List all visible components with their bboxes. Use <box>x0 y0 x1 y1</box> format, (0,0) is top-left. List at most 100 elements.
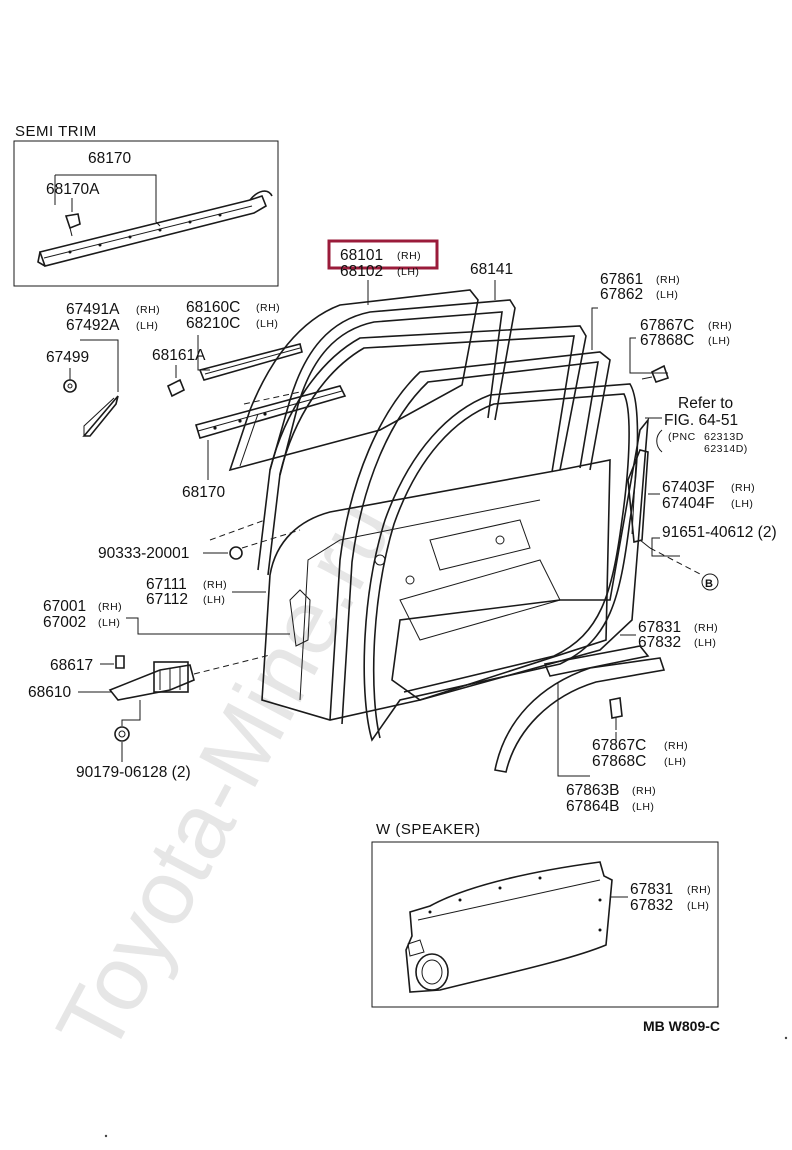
label-68161a[interactable]: 68161A <box>152 347 206 364</box>
label-67492a[interactable]: 67492A <box>66 317 120 334</box>
label-90179[interactable]: 90179-06128 (2) <box>76 764 191 781</box>
semi-trim-strip[interactable] <box>37 190 273 267</box>
diagram-code: MB W809-C <box>643 1018 720 1034</box>
label-68210c[interactable]: 68210C <box>186 315 240 332</box>
label-67863b-rh: (RH) <box>632 785 656 797</box>
circle-b-marker[interactable]: B <box>701 573 719 591</box>
label-67112-lh: (LH) <box>203 594 225 606</box>
speck <box>104 1134 108 1138</box>
label-67861[interactable]: 67861 <box>600 271 643 288</box>
label-67867c-top-rh: (RH) <box>708 320 732 332</box>
door-shell-67001[interactable] <box>261 459 611 721</box>
refer-pnc-label: (PNC <box>668 431 696 443</box>
semi-trim-inset: SEMI TRIM 68170 68170A <box>13 123 279 287</box>
speck-2 <box>784 1036 788 1040</box>
speaker-grille-icon <box>407 939 449 991</box>
semi-trim-title: SEMI TRIM <box>15 123 97 140</box>
label-67832-speaker[interactable]: 67832 <box>630 897 673 914</box>
label-67111[interactable]: 67111 <box>146 576 187 593</box>
arch-weatherstrip-67863b[interactable] <box>494 645 666 773</box>
highlight-68101[interactable]: 68101 (RH) 68102 (LH) <box>327 239 439 280</box>
label-67492a-lh: (LH) <box>136 320 158 332</box>
label-67867c-bottom[interactable]: 67867C <box>592 737 646 754</box>
label-67868c-bottom[interactable]: 67868C <box>592 753 646 770</box>
rear-channel-67403f[interactable] <box>627 449 649 544</box>
refer-pnc-2: 62314D) <box>704 443 748 455</box>
label-67862[interactable]: 67862 <box>600 286 643 303</box>
label-68617[interactable]: 68617 <box>50 657 93 674</box>
label-68102[interactable]: 68102 <box>340 263 383 280</box>
label-68141[interactable]: 68141 <box>470 261 513 278</box>
plug-90333[interactable] <box>229 546 243 560</box>
refer-line-1: Refer to <box>678 395 733 412</box>
label-67112[interactable]: 67112 <box>146 591 188 608</box>
label-68610[interactable]: 68610 <box>28 684 71 701</box>
triangle-cover-67491a[interactable] <box>82 395 119 437</box>
glass-68101[interactable] <box>228 289 479 472</box>
door-frame-weatherstrip[interactable] <box>257 325 587 576</box>
label-68102-lh: (LH) <box>397 266 419 278</box>
label-68101[interactable]: 68101 <box>340 247 383 264</box>
label-68101-rh: (RH) <box>397 250 421 262</box>
label-67831-speaker[interactable]: 67831 <box>630 881 673 898</box>
semi-trim-frame <box>13 140 279 287</box>
door-frame-sash[interactable] <box>329 351 611 725</box>
screw-67499[interactable] <box>63 379 77 393</box>
label-67868c-top-lh: (LH) <box>708 335 730 347</box>
refer-line-2[interactable]: FIG. 64-51 <box>664 412 738 429</box>
label-67491a-rh: (RH) <box>136 304 160 316</box>
clip-68161a[interactable] <box>166 378 186 398</box>
label-67403f-rh: (RH) <box>731 482 755 494</box>
speaker-title: W (SPEAKER) <box>376 821 481 838</box>
circle-b-letter: B <box>705 578 713 590</box>
weatherstrip-68160c[interactable] <box>198 343 303 381</box>
label-67864b[interactable]: 67864B <box>566 798 619 815</box>
label-90333[interactable]: 90333-20001 <box>98 545 189 562</box>
speaker-frame <box>371 841 719 1008</box>
label-67832-lh: (LH) <box>694 637 716 649</box>
label-67868c-bottom-lh: (LH) <box>664 756 686 768</box>
bolt-90179[interactable] <box>114 726 130 742</box>
label-67111-rh: (RH) <box>203 579 227 591</box>
label-67864b-lh: (LH) <box>632 801 654 813</box>
refer-pnc-1: 62313D <box>704 431 744 443</box>
label-67404f[interactable]: 67404F <box>662 495 715 512</box>
clip-68170a[interactable] <box>64 213 81 237</box>
clip-67867c-bottom[interactable] <box>609 697 623 730</box>
door-check-68610[interactable] <box>108 661 195 701</box>
label-67832-speaker-lh: (LH) <box>687 900 709 912</box>
label-67403f[interactable]: 67403F <box>662 479 715 496</box>
label-68170[interactable]: 68170 <box>182 484 225 501</box>
label-67868c-top[interactable]: 67868C <box>640 332 694 349</box>
label-68160c-rh: (RH) <box>256 302 280 314</box>
speaker-trim-panel[interactable] <box>405 861 613 993</box>
label-67862-lh: (LH) <box>656 289 678 301</box>
label-68210c-lh: (LH) <box>256 318 278 330</box>
clip-67867c-top[interactable] <box>641 364 670 383</box>
label-67491a[interactable]: 67491A <box>66 301 120 318</box>
label-67002[interactable]: 67002 <box>43 614 86 631</box>
label-67861-rh: (RH) <box>656 274 680 286</box>
label-67404f-lh: (LH) <box>731 498 753 510</box>
label-67001[interactable]: 67001 <box>43 598 86 615</box>
label-67832[interactable]: 67832 <box>638 634 681 651</box>
label-67867c-bottom-rh: (RH) <box>664 740 688 752</box>
label-67831-speaker-rh: (RH) <box>687 884 711 896</box>
belt-molding-68170[interactable] <box>194 385 347 439</box>
label-68170a-inset[interactable]: 68170A <box>46 181 100 198</box>
label-67002-lh: (LH) <box>98 617 120 629</box>
label-67499[interactable]: 67499 <box>46 349 89 366</box>
label-91651[interactable]: 91651-40612 (2) <box>662 524 777 541</box>
clip-91651[interactable] <box>639 539 651 549</box>
bolt-68617[interactable] <box>115 655 125 669</box>
label-67001-rh: (RH) <box>98 601 122 613</box>
opening-weatherstrip-67861[interactable] <box>363 383 639 742</box>
label-67867c-top[interactable]: 67867C <box>640 317 694 334</box>
speaker-inset: W (SPEAKER) 67831 (RH) 67832 (LH) <box>371 821 719 1008</box>
label-67863b[interactable]: 67863B <box>566 782 619 799</box>
label-67831[interactable]: 67831 <box>638 619 681 636</box>
label-68160c[interactable]: 68160C <box>186 299 240 316</box>
door-trim-67831[interactable] <box>391 417 650 701</box>
highlight-frame <box>327 239 439 270</box>
label-68170-inset[interactable]: 68170 <box>88 150 131 167</box>
